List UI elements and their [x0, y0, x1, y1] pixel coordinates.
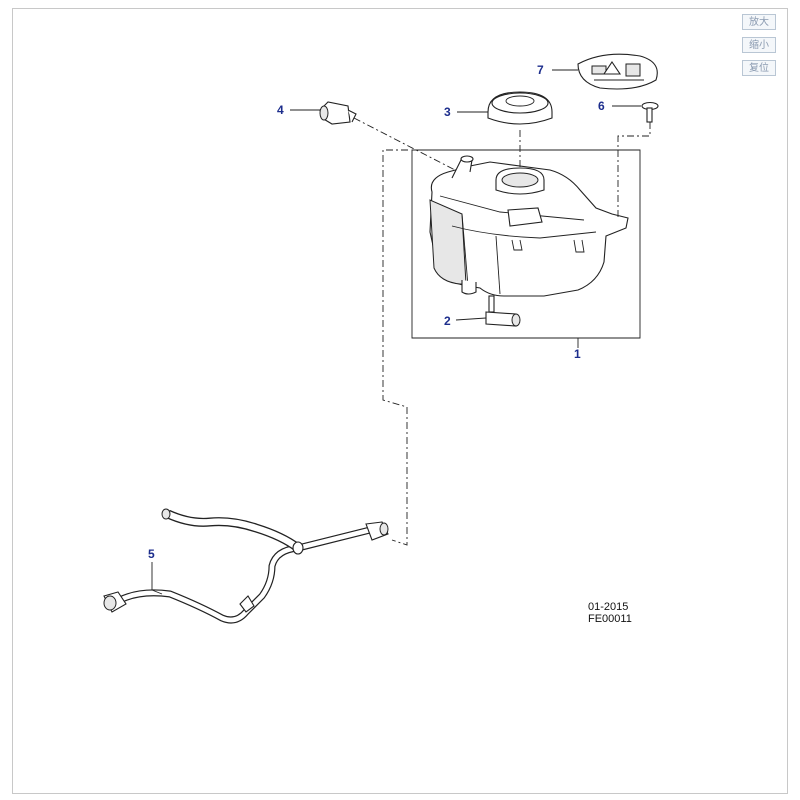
hose-connection-line — [382, 149, 408, 546]
connector-dash-line — [353, 117, 456, 171]
callout-1: 1 — [574, 347, 581, 361]
date-code: 01-2015 — [588, 601, 628, 613]
callout-3: 3 — [444, 105, 451, 119]
pressure-cap — [487, 91, 553, 125]
callout-6: 6 — [598, 99, 605, 113]
reset-zoom-button[interactable]: 复位 — [742, 60, 776, 76]
leader-5 — [151, 562, 163, 595]
assembly-box — [411, 149, 641, 339]
hose-connector — [319, 101, 357, 125]
zoom-out-button[interactable]: 缩小 — [742, 37, 776, 53]
mounting-screw — [641, 101, 659, 123]
callout-7: 7 — [537, 63, 544, 77]
warning-label — [577, 53, 658, 90]
expansion-tank — [429, 155, 629, 297]
callout-4: 4 — [277, 103, 284, 117]
figure-code: FE00011 — [588, 613, 632, 625]
diagram-frame — [12, 8, 788, 794]
zoom-in-button[interactable]: 放大 — [742, 14, 776, 30]
coolant-hose — [103, 508, 389, 624]
screw-dash-line — [617, 122, 651, 218]
level-sensor — [485, 295, 521, 327]
leader-2 — [455, 317, 487, 321]
callout-5: 5 — [148, 547, 155, 561]
callout-2: 2 — [444, 314, 451, 328]
